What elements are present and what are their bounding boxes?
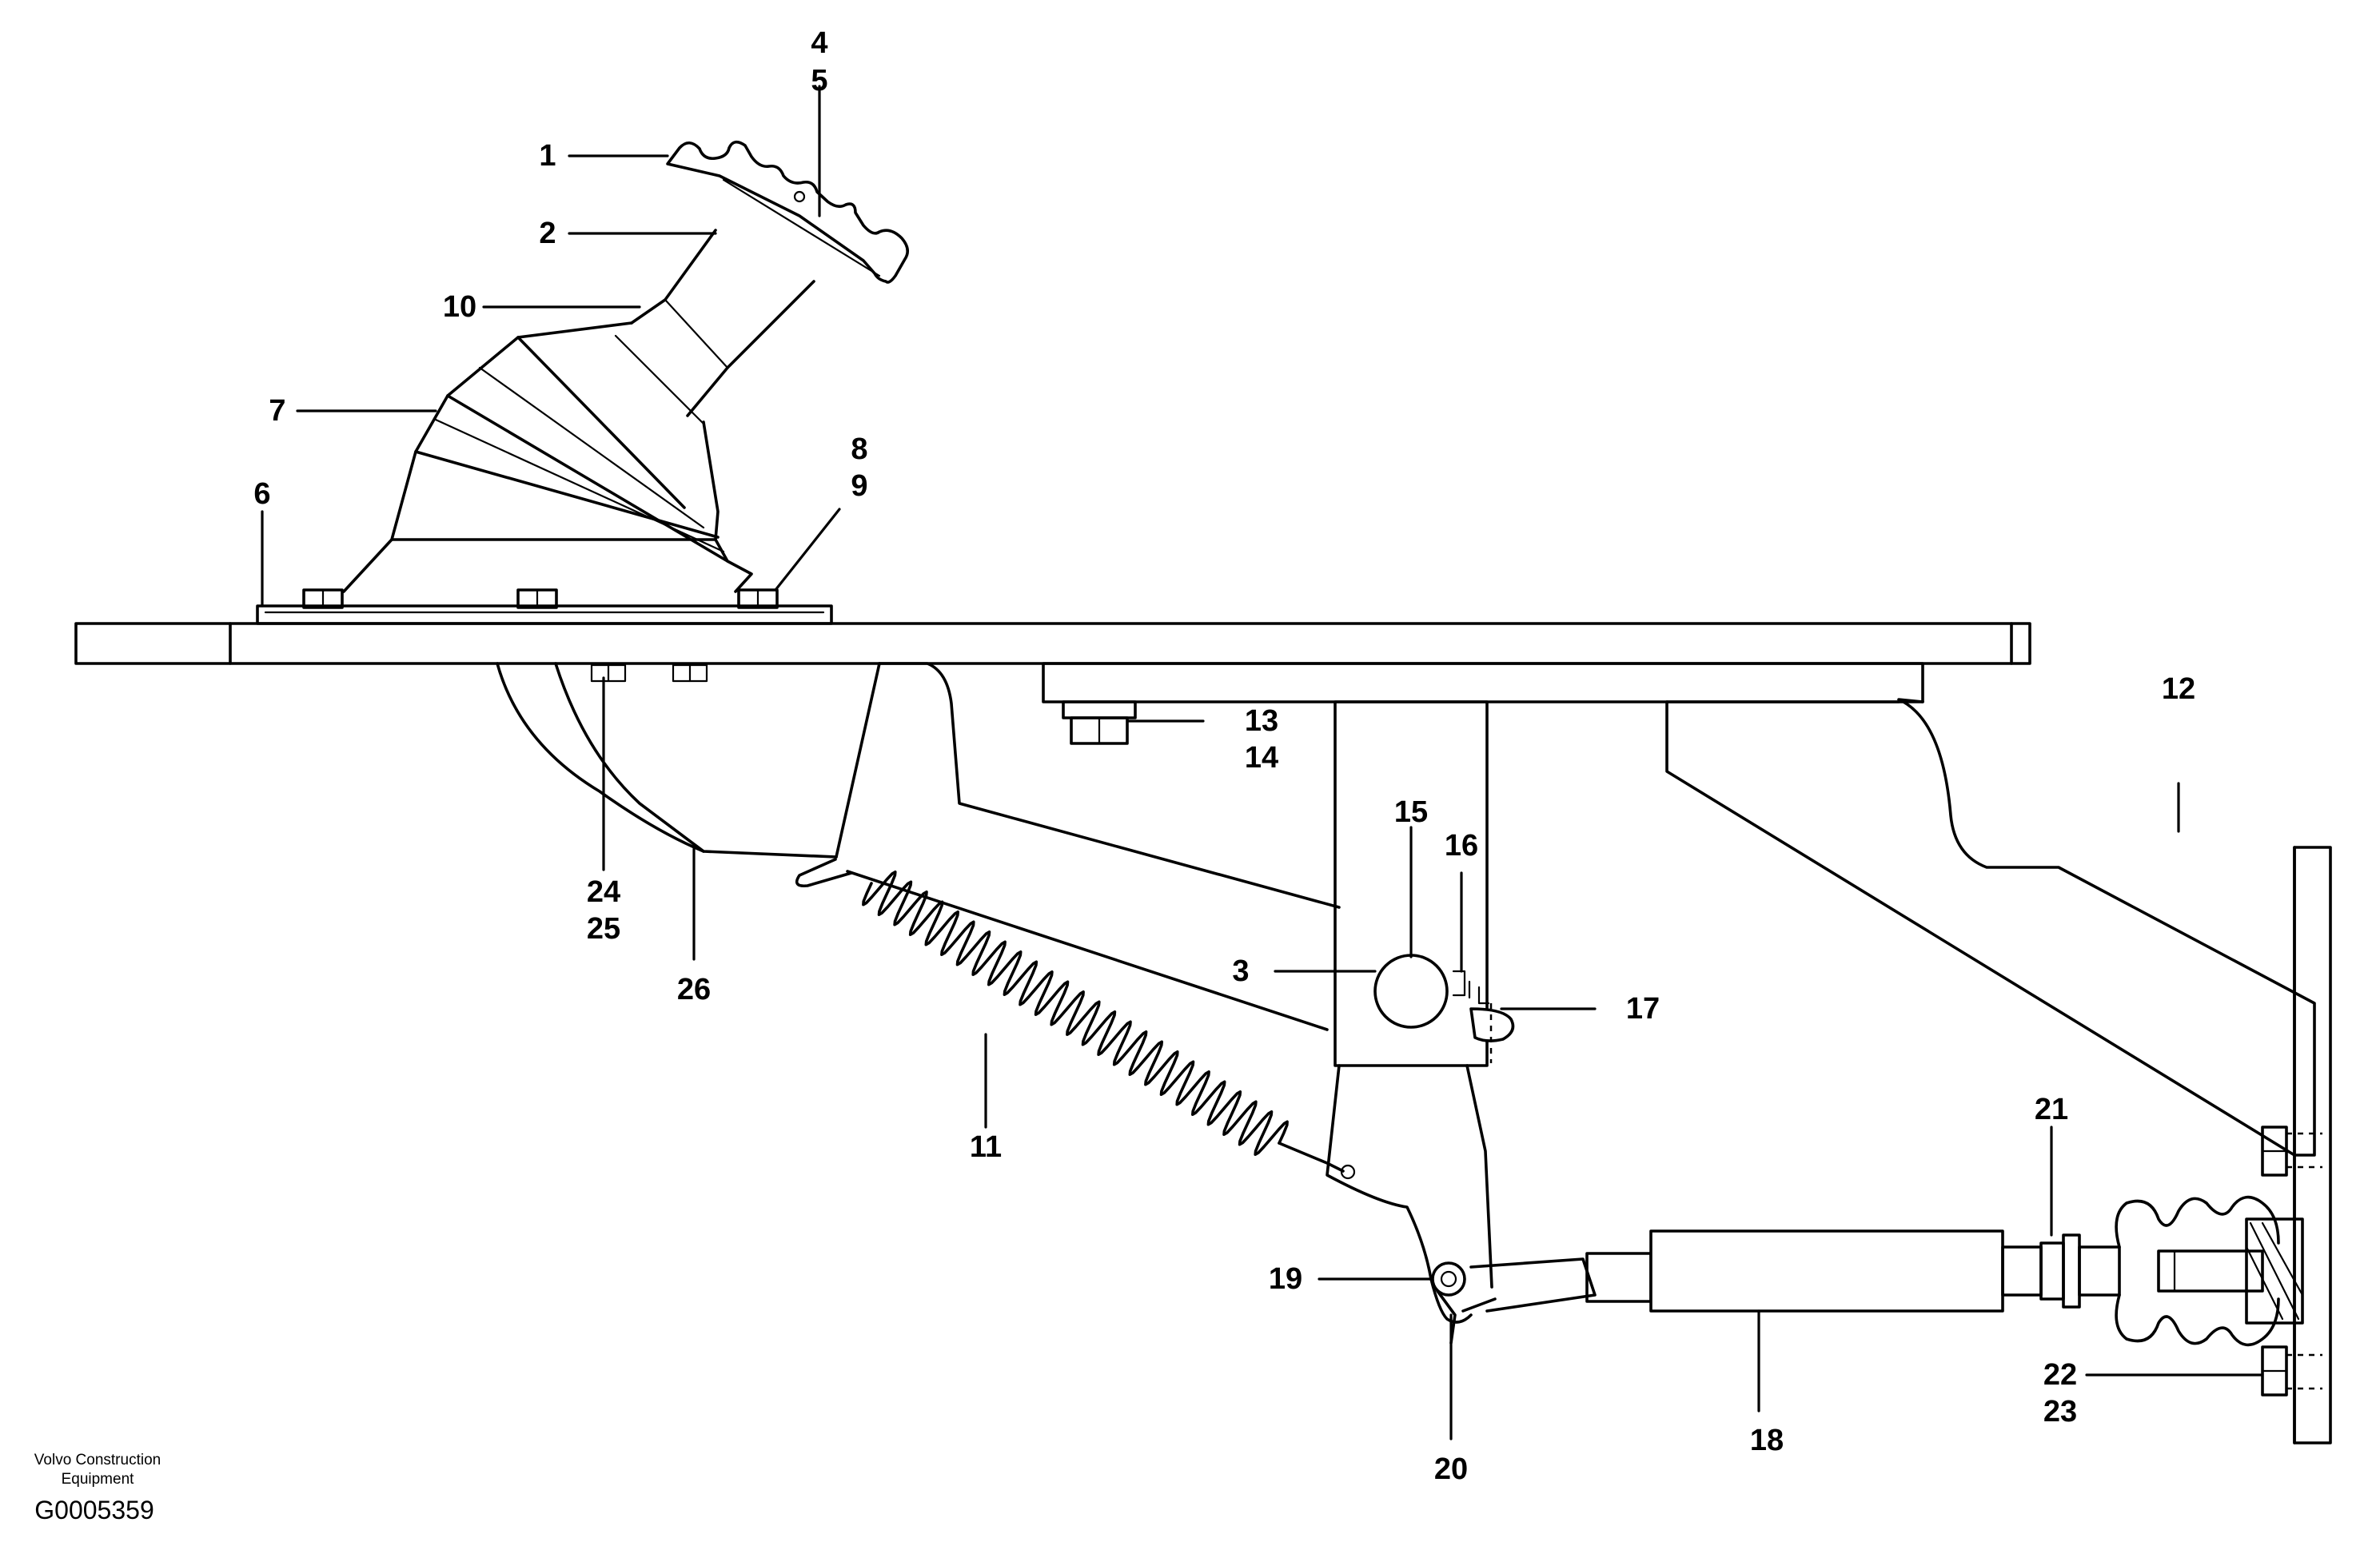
callout-10: 10	[443, 290, 476, 324]
callout-14: 14	[1245, 741, 1278, 775]
callout-23: 23	[2043, 1395, 2077, 1428]
callout-8: 8	[851, 432, 867, 466]
callout-25: 25	[587, 912, 620, 946]
callout-17: 17	[1626, 992, 1660, 1026]
rubber-boot	[342, 321, 753, 593]
callout-labels: 1 2 10 7 4 5 6 8 9 13 14 15 16 3 17 11 1…	[253, 26, 2195, 1486]
callout-9: 9	[851, 469, 867, 503]
callout-6: 6	[253, 477, 270, 511]
callout-5: 5	[811, 64, 827, 98]
callout-19: 19	[1269, 1262, 1302, 1296]
brake-valve	[2039, 1195, 2304, 1347]
cotter-pin	[1469, 1003, 1515, 1063]
bracket-nut	[1062, 700, 1137, 745]
mounting-bolt-lower	[2261, 1345, 2322, 1397]
callout-18: 18	[1750, 1424, 1784, 1457]
callout-2: 2	[539, 217, 556, 250]
base-plate-bolt-middle	[516, 588, 558, 609]
base-plate-bolt-right	[737, 588, 779, 609]
pedal-pin	[793, 190, 806, 203]
callout-15: 15	[1394, 795, 1428, 829]
callout-3: 3	[1232, 954, 1249, 988]
callout-13: 13	[1245, 704, 1278, 738]
callout-11: 11	[970, 1130, 1002, 1164]
return-spring	[795, 858, 1356, 1180]
callout-26: 26	[677, 973, 711, 1006]
leader-lines	[261, 85, 2264, 1440]
pedal-stem	[664, 229, 815, 369]
base-plate-bolt-left	[302, 588, 344, 609]
company-name-line1: Volvo Construction	[34, 1452, 161, 1468]
callout-21: 21	[2035, 1093, 2068, 1126]
callout-1: 1	[539, 139, 556, 173]
pedal-arm	[496, 662, 1341, 1031]
pedal-pad	[666, 140, 909, 284]
callout-16: 16	[1445, 829, 1478, 863]
clevis-pin	[1431, 1261, 1497, 1345]
boot-ring	[614, 298, 729, 425]
callout-7: 7	[269, 394, 285, 428]
footer: Volvo Construction Equipment G0005359	[34, 1452, 161, 1524]
pivot-pin	[1373, 954, 1449, 1029]
locking-pin	[1452, 970, 1490, 1005]
lower-lever	[1326, 1064, 1493, 1324]
mounting-bolt-upper	[2261, 1126, 2322, 1177]
base-plate	[256, 604, 833, 625]
callout-4: 4	[811, 26, 827, 60]
floor-plate	[74, 622, 2031, 665]
callout-22: 22	[2043, 1358, 2077, 1392]
pivot-bracket	[1042, 662, 1924, 1067]
callout-12: 12	[2162, 672, 2195, 706]
mounting-bracket	[1665, 698, 2332, 1444]
lower-bolt-right	[672, 663, 708, 683]
company-name-line2: Equipment	[62, 1471, 135, 1488]
callout-24: 24	[587, 875, 620, 909]
drawing-number: G0005359	[34, 1496, 153, 1524]
lower-bolt-left	[590, 663, 627, 683]
callout-20: 20	[1434, 1452, 1468, 1486]
push-rod	[1469, 1229, 2043, 1313]
